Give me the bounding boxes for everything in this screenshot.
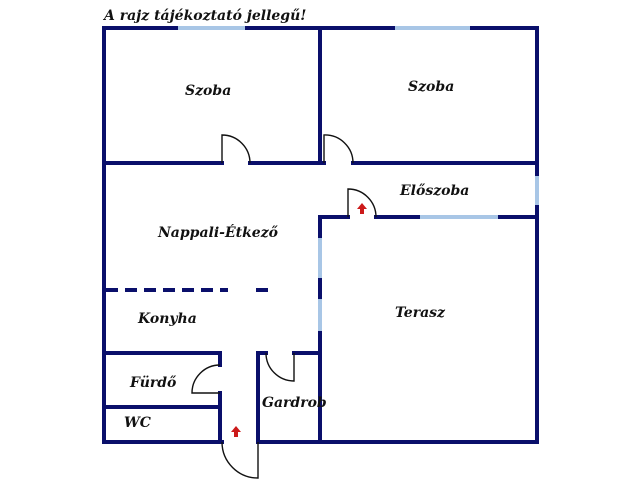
room-label-szoba-1: Szoba	[185, 83, 231, 99]
entry-arrow-icon	[231, 426, 241, 437]
door-swings	[191, 134, 377, 479]
door-szoba-1-icon	[221, 134, 251, 164]
room-labels: Szoba Szoba Előszoba Nappali-Étkező Kony…	[124, 79, 469, 431]
door-main-entrance-icon	[221, 441, 259, 479]
room-label-szoba-2: Szoba	[408, 79, 454, 95]
door-furdo-icon	[191, 364, 221, 394]
room-label-nappali-etkezo: Nappali-Étkező	[157, 223, 279, 241]
door-szoba-2-icon	[323, 134, 354, 164]
room-label-konyha: Konyha	[137, 311, 197, 327]
room-label-eloszoba: Előszoba	[399, 183, 469, 199]
room-label-terasz: Terasz	[395, 305, 446, 321]
room-label-furdo: Fürdő	[129, 375, 177, 391]
door-entry-eloszoba-icon	[347, 188, 377, 218]
room-label-gardrob: Gardrob	[262, 395, 327, 411]
room-label-wc: WC	[124, 415, 151, 431]
disclaimer-title: A rajz tájékoztató jellegű!	[102, 8, 306, 24]
entry-arrows	[231, 203, 367, 437]
walls	[102, 26, 539, 444]
door-gardrob-icon	[265, 352, 295, 382]
entry-arrow-icon	[357, 203, 367, 214]
windows	[178, 26, 539, 331]
